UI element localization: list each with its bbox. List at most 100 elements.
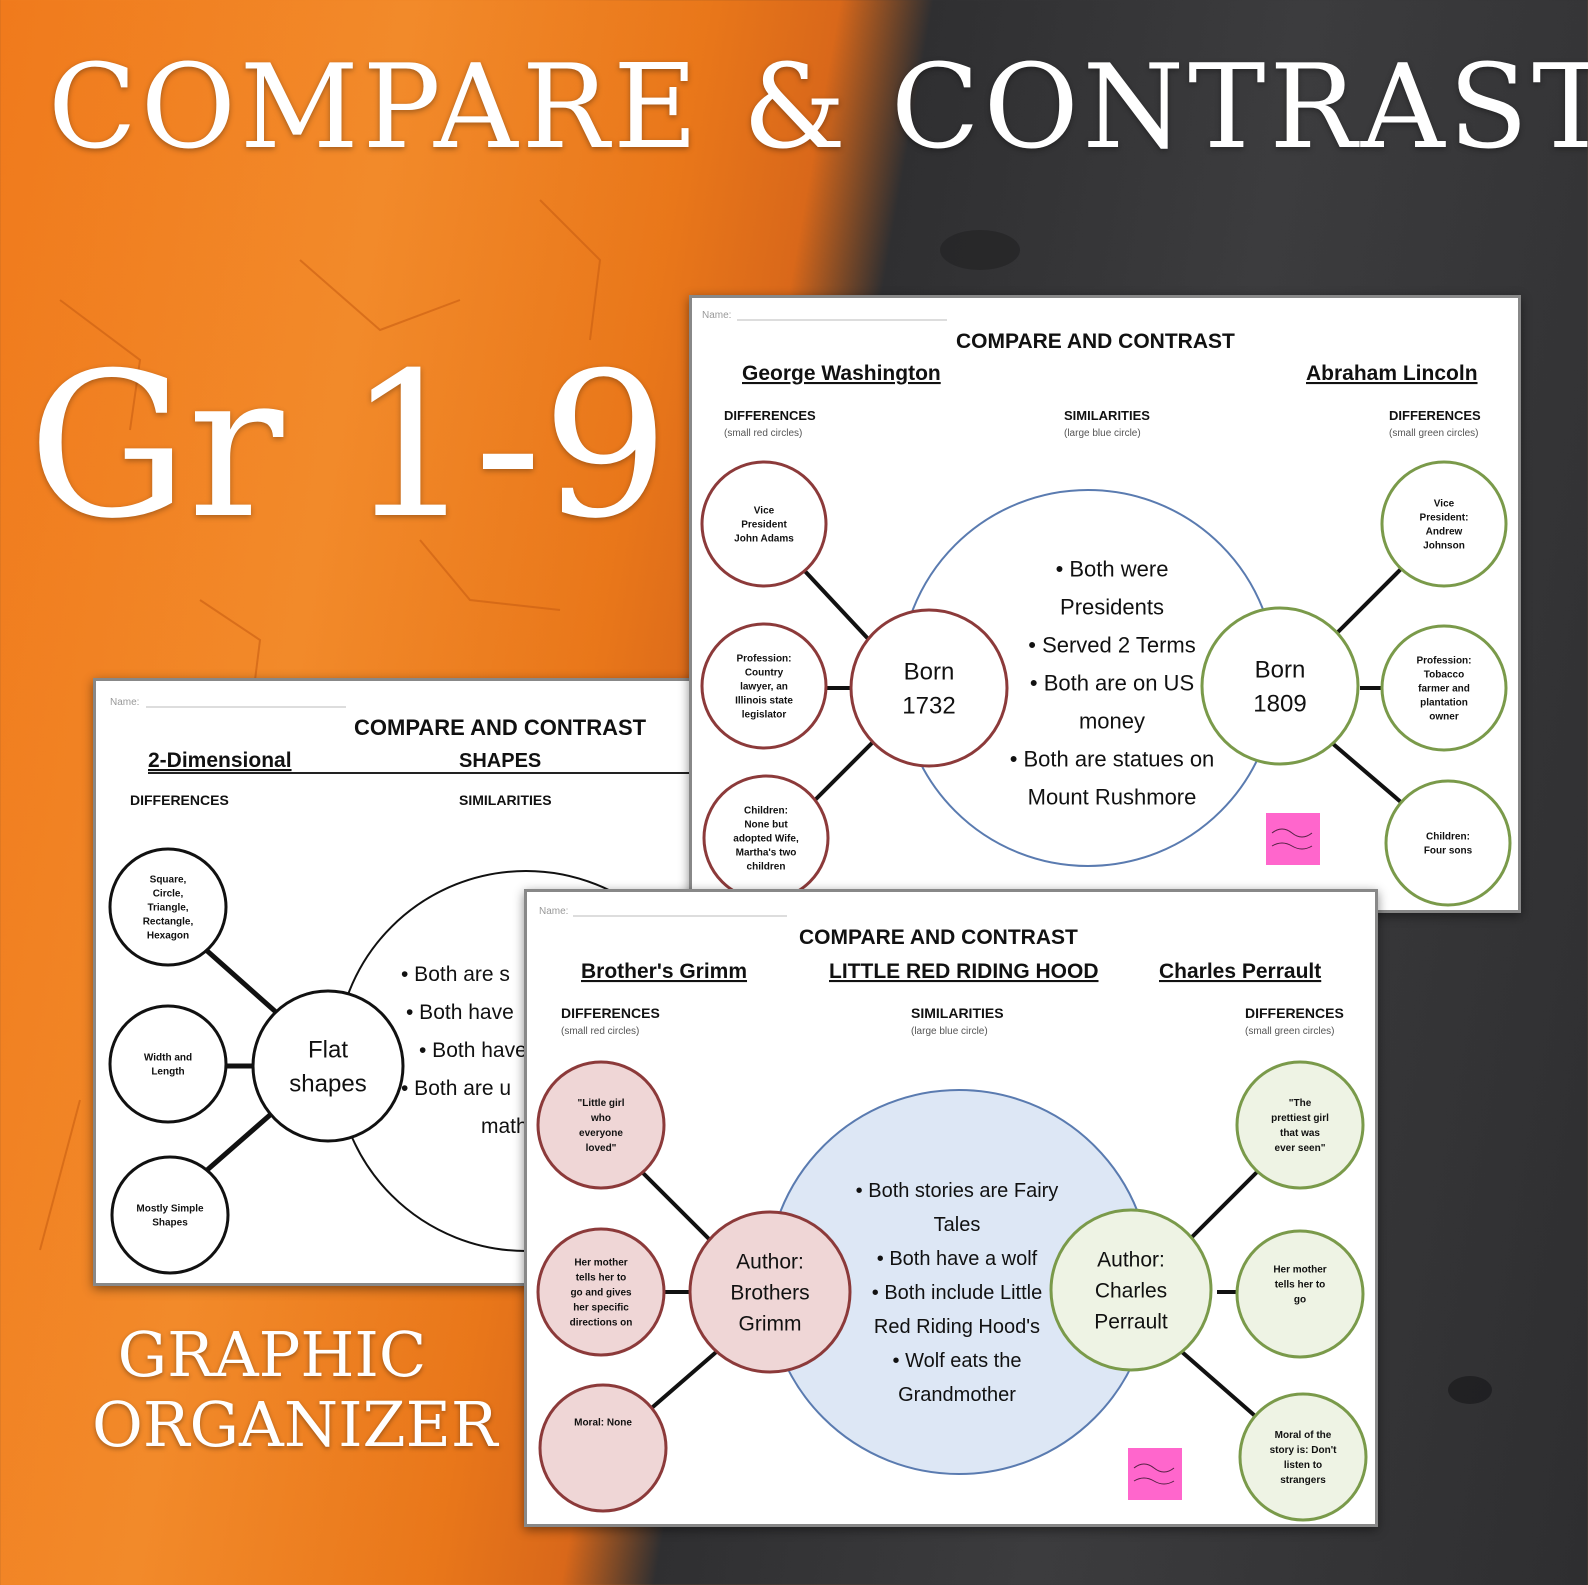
- difference-text-left: Country: [745, 668, 784, 679]
- right-note: (small green circles): [1389, 428, 1478, 439]
- similarity-text: Tales: [934, 1214, 981, 1236]
- subject-text-left: Brothers: [730, 1281, 809, 1304]
- similarities-label: SIMILARITIES: [911, 1005, 1004, 1021]
- left-note: (small red circles): [561, 1026, 639, 1037]
- difference-text-right: owner: [1429, 712, 1459, 723]
- difference-circle-left: [536, 1227, 666, 1357]
- left-subject: George Washington: [742, 362, 941, 385]
- difference-circle-right: [1235, 1060, 1365, 1190]
- subtitle-line-2: ORGANIZER: [92, 1388, 498, 1461]
- difference-text-right: Tobacco: [1424, 670, 1464, 681]
- difference-text: Width and: [144, 1053, 192, 1064]
- similarity-text: Red Riding Hood's: [874, 1316, 1040, 1338]
- grade-label: Gr 1-9: [28, 330, 670, 563]
- similarity-text: • Both are statues on: [1010, 747, 1215, 772]
- difference-text-right: listen to: [1284, 1460, 1322, 1471]
- similarity-text: • Both have: [419, 1039, 527, 1062]
- difference-text: Mostly Simple: [136, 1204, 204, 1215]
- difference-text-right: story is: Don't: [1270, 1445, 1337, 1456]
- difference-circle-right: [1380, 460, 1508, 588]
- similarity-text: • Both include Little: [872, 1282, 1042, 1304]
- similarity-text: Grandmother: [898, 1384, 1016, 1406]
- similarity-text: • Both are on US: [1030, 671, 1194, 696]
- similarity-text: • Wolf eats the: [893, 1350, 1022, 1372]
- logo-icon: [1266, 813, 1320, 865]
- difference-text-left: "Little girl: [578, 1098, 625, 1109]
- similarity-text: • Both have a wolf: [877, 1248, 1038, 1270]
- similarity-text: Presidents: [1060, 595, 1164, 620]
- differences-label-right: DIFFERENCES: [1245, 1005, 1344, 1021]
- subject-circle-left: [849, 608, 1009, 768]
- subject-text-left: 1732: [902, 692, 955, 719]
- worksheet-presidents-svg: Name: COMPARE AND CONTRAST George Washin…: [700, 310, 1512, 907]
- worksheet-red-riding-hood-svg: Name: COMPARE AND CONTRAST Brother's Gri…: [536, 906, 1368, 1522]
- difference-circle-left: [536, 1060, 666, 1190]
- similarity-text: • Both stories are Fairy: [856, 1180, 1059, 1202]
- difference-circle: [110, 1155, 230, 1275]
- difference-text-right: Four sons: [1424, 846, 1473, 857]
- similarity-text: • Both were: [1056, 557, 1169, 582]
- left-subject: Brother's Grimm: [581, 960, 747, 983]
- difference-text-left: children: [747, 862, 786, 873]
- difference-text-left: directions on: [570, 1318, 633, 1329]
- difference-text-left: Vice: [754, 506, 775, 517]
- difference-text-right: President:: [1420, 513, 1469, 524]
- difference-text-right: "The: [1289, 1098, 1312, 1109]
- subject-text-right: Author:: [1097, 1248, 1165, 1271]
- difference-text-left: everyone: [579, 1128, 623, 1139]
- name-label: Name:: [539, 906, 568, 917]
- subject-text-right: Born: [1255, 656, 1306, 683]
- difference-circle: [108, 847, 228, 967]
- center-note: (large blue circle): [911, 1026, 988, 1037]
- difference-text-left: John Adams: [734, 534, 794, 545]
- difference-text-left: Martha's two: [736, 848, 797, 859]
- subject-text-right: Charles: [1095, 1279, 1167, 1302]
- difference-circle-right: [1380, 624, 1508, 752]
- worksheet-presidents: Name: COMPARE AND CONTRAST George Washin…: [689, 295, 1521, 913]
- subject-text-left: Author:: [736, 1250, 804, 1273]
- similarity-text: Mount Rushmore: [1028, 785, 1197, 810]
- difference-text-right: strangers: [1280, 1475, 1326, 1486]
- center-note: (large blue circle): [1064, 428, 1141, 439]
- difference-text-left: Children:: [744, 806, 788, 817]
- subject-text-left: Born: [904, 658, 955, 685]
- difference-text: Shapes: [152, 1218, 188, 1229]
- similarity-text: math: [481, 1115, 528, 1138]
- subject-circle-left: [688, 1210, 852, 1374]
- difference-text: Rectangle,: [143, 917, 194, 928]
- worksheet-title: COMPARE AND CONTRAST: [354, 715, 647, 740]
- subject-circle-right: [1200, 606, 1360, 766]
- difference-text-right: go: [1294, 1295, 1306, 1306]
- difference-text-right: prettiest girl: [1271, 1113, 1329, 1124]
- subject-circle-right: [1049, 1208, 1213, 1372]
- left-note: (small red circles): [724, 428, 802, 439]
- difference-text-right: plantation: [1420, 698, 1468, 709]
- worksheet-red-riding-hood: Name: COMPARE AND CONTRAST Brother's Gri…: [524, 889, 1378, 1527]
- similarity-text: • Both are u: [401, 1077, 511, 1100]
- difference-text-left: who: [590, 1113, 611, 1124]
- difference-text: Square,: [150, 875, 187, 886]
- difference-text-right: Moral of the: [1275, 1430, 1332, 1441]
- worksheet-title: COMPARE AND CONTRAST: [799, 926, 1078, 949]
- difference-text-left: adopted Wife,: [733, 834, 799, 845]
- right-note: (small green circles): [1245, 1026, 1334, 1037]
- name-label: Name:: [702, 310, 731, 321]
- difference-circle-left: [538, 1383, 668, 1513]
- differences-label: DIFFERENCES: [130, 792, 229, 808]
- difference-text: Hexagon: [147, 931, 189, 942]
- difference-circle: [108, 1004, 228, 1124]
- difference-text-right: Johnson: [1423, 541, 1465, 552]
- topic: SHAPES: [459, 750, 541, 772]
- subject-text: shapes: [289, 1070, 366, 1097]
- difference-text-left: Her mother: [574, 1258, 627, 1269]
- subtitle: GRAPHIC ORGANIZER: [92, 1318, 498, 1461]
- difference-text-right: Profession:: [1416, 656, 1471, 667]
- difference-circle-left: [700, 460, 828, 588]
- difference-text-right: farmer and: [1418, 684, 1470, 695]
- difference-text-right: tells her to: [1275, 1280, 1326, 1291]
- difference-text-left: President: [741, 520, 787, 531]
- subject-circle: [251, 989, 405, 1143]
- subtitle-line-1: GRAPHIC: [117, 1318, 427, 1391]
- left-subject: 2-Dimensional: [148, 749, 292, 772]
